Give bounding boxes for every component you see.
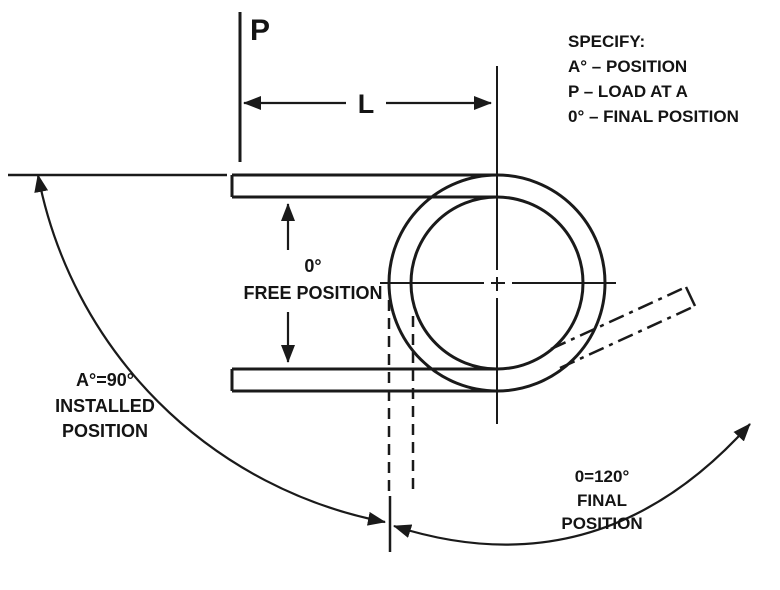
specify-item-a-position: A° – POSITION bbox=[568, 57, 687, 76]
length-dimension: L bbox=[243, 89, 492, 119]
specify-note: SPECIFY: A° – POSITION P – LOAD AT A 0° … bbox=[568, 32, 739, 126]
free-position-callout: 0° FREE POSITION bbox=[243, 203, 383, 363]
final-phantom-end-cap bbox=[684, 286, 697, 307]
final-angle-arc bbox=[393, 423, 751, 546]
specify-title: SPECIFY: bbox=[568, 32, 645, 51]
final-label-line2: POSITION bbox=[561, 514, 642, 533]
spring-leg-bottom bbox=[230, 367, 497, 393]
installed-angle-arc bbox=[34, 174, 386, 526]
installed-angle-value: A°=90° bbox=[76, 370, 134, 390]
free-position-angle: 0° bbox=[304, 256, 321, 276]
specify-item-p-load: P – LOAD AT A bbox=[568, 82, 688, 101]
final-angle-value: 0=120° bbox=[575, 467, 630, 486]
specify-item-final-position: 0° – FINAL POSITION bbox=[568, 107, 739, 126]
final-phantom-line-upper bbox=[550, 285, 687, 351]
final-angle-dimension: 0=120° FINAL POSITION bbox=[388, 423, 751, 552]
final-phantom-line-lower bbox=[559, 304, 696, 370]
free-position-label: FREE POSITION bbox=[243, 283, 382, 303]
load-reference: P bbox=[238, 12, 270, 162]
installed-label-line1: INSTALLED bbox=[55, 396, 155, 416]
final-position-phantom bbox=[550, 285, 697, 370]
spring-leg-top bbox=[230, 173, 497, 199]
center-lines bbox=[380, 66, 616, 424]
installed-label-line2: POSITION bbox=[62, 421, 148, 441]
installed-angle-dimension: A°=90° INSTALLED POSITION bbox=[8, 173, 386, 526]
load-label: P bbox=[250, 14, 270, 47]
length-label: L bbox=[358, 89, 375, 119]
final-label-line1: FINAL bbox=[577, 491, 627, 510]
installed-position-phantom bbox=[387, 300, 415, 491]
